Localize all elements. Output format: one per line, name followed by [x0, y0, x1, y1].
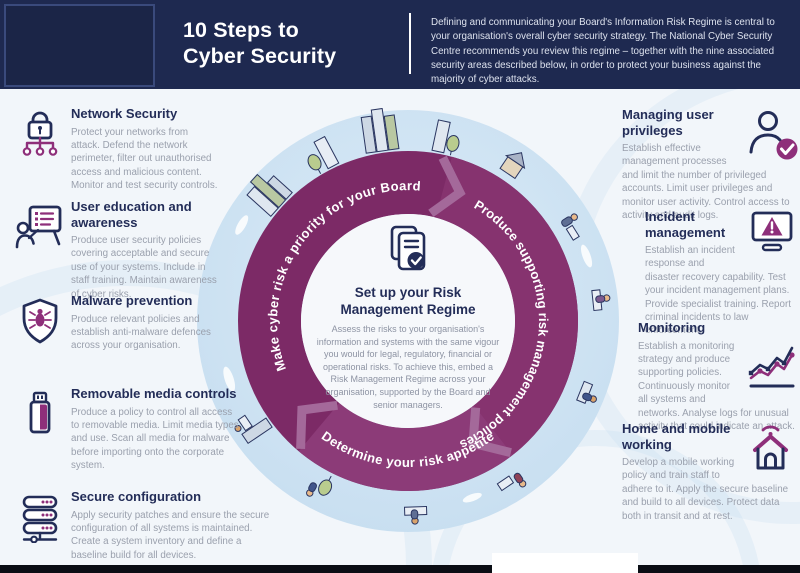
presentation-board-icon — [14, 201, 66, 253]
page-title-line1: 10 Steps to — [183, 18, 299, 42]
center-panel: Set up your Risk Management Regime Asses… — [313, 224, 503, 411]
footer-bar — [0, 565, 800, 573]
step-description: Establish an incident response and disas… — [645, 245, 791, 337]
step-description: Protect your networks from attack. Defen… — [71, 126, 218, 192]
step-title: User education and awareness — [71, 199, 192, 230]
step-title: Managing user privileges — [622, 107, 714, 138]
center-description: Assess the risks to your organisation's … — [316, 324, 500, 410]
step-title: Removable media controls — [71, 386, 237, 401]
step-title: Monitoring — [638, 320, 706, 335]
step-managing-user-privileges: Managing user privileges Establish effec… — [622, 107, 798, 222]
step-description: Produce relevant policies and establish … — [71, 313, 211, 352]
step-description: Produce a policy to control all access t… — [71, 406, 239, 472]
step-secure-configuration: Secure configuration Apply security patc… — [22, 489, 271, 562]
center-title: Set up your Risk Management Regime — [340, 285, 476, 317]
risk-cycle-diagram: Make cyber risk a priority for your Boar… — [197, 107, 619, 532]
step-title: Incident management — [645, 209, 726, 240]
step-title: Network Security — [71, 106, 178, 121]
header-divider — [409, 13, 411, 74]
user-check-icon — [746, 107, 798, 160]
step-description: Establish a monitoring strategy and prod… — [638, 340, 795, 432]
server-stack-icon — [14, 491, 66, 543]
step-title: Home and mobile working — [622, 421, 731, 452]
footer-notch — [492, 553, 638, 573]
step-removable-media: Removable media controls Produce a polic… — [29, 386, 241, 473]
logo-placeholder — [4, 4, 155, 87]
step-network-security: Network Security Protect your networks f… — [22, 106, 219, 193]
header-bar: 10 Steps to Cyber Security Defining and … — [0, 0, 800, 89]
usb-drive-icon — [14, 388, 66, 440]
step-user-education: User education and awareness Produce use… — [15, 199, 223, 301]
center-disc — [301, 214, 515, 428]
step-description: Apply security patches and ensure the se… — [71, 509, 270, 561]
line-chart-icon — [746, 340, 798, 392]
step-description: Produce user security policies covering … — [71, 235, 217, 300]
step-malware-prevention: Malware prevention Produce relevant poli… — [22, 293, 211, 353]
bug-shield-icon — [14, 295, 66, 347]
step-title: Malware prevention — [71, 293, 193, 308]
step-home-mobile-working: Home and mobile working Develop a mobile… — [622, 421, 796, 523]
documents-check-icon — [390, 225, 426, 271]
ring-arrow — [296, 155, 512, 457]
header-description: Defining and communicating your Board's … — [431, 17, 775, 86]
page-title: 10 Steps to Cyber Security — [183, 17, 336, 69]
step-incident-management: Incident management Establish an inciden… — [645, 209, 798, 338]
step-title: Secure configuration — [71, 489, 202, 504]
home-wifi-icon — [744, 421, 796, 473]
step-description: Establish effective management processes… — [622, 143, 790, 222]
monitor-alert-icon — [746, 209, 798, 261]
page-title-line2: Cyber Security — [183, 44, 337, 68]
risk-ring — [238, 151, 578, 491]
step-monitoring: Monitoring Establish a monitoring strate… — [638, 320, 798, 433]
padlock-network-icon — [14, 108, 66, 160]
step-description: Develop a mobile working policy and trai… — [622, 457, 789, 522]
